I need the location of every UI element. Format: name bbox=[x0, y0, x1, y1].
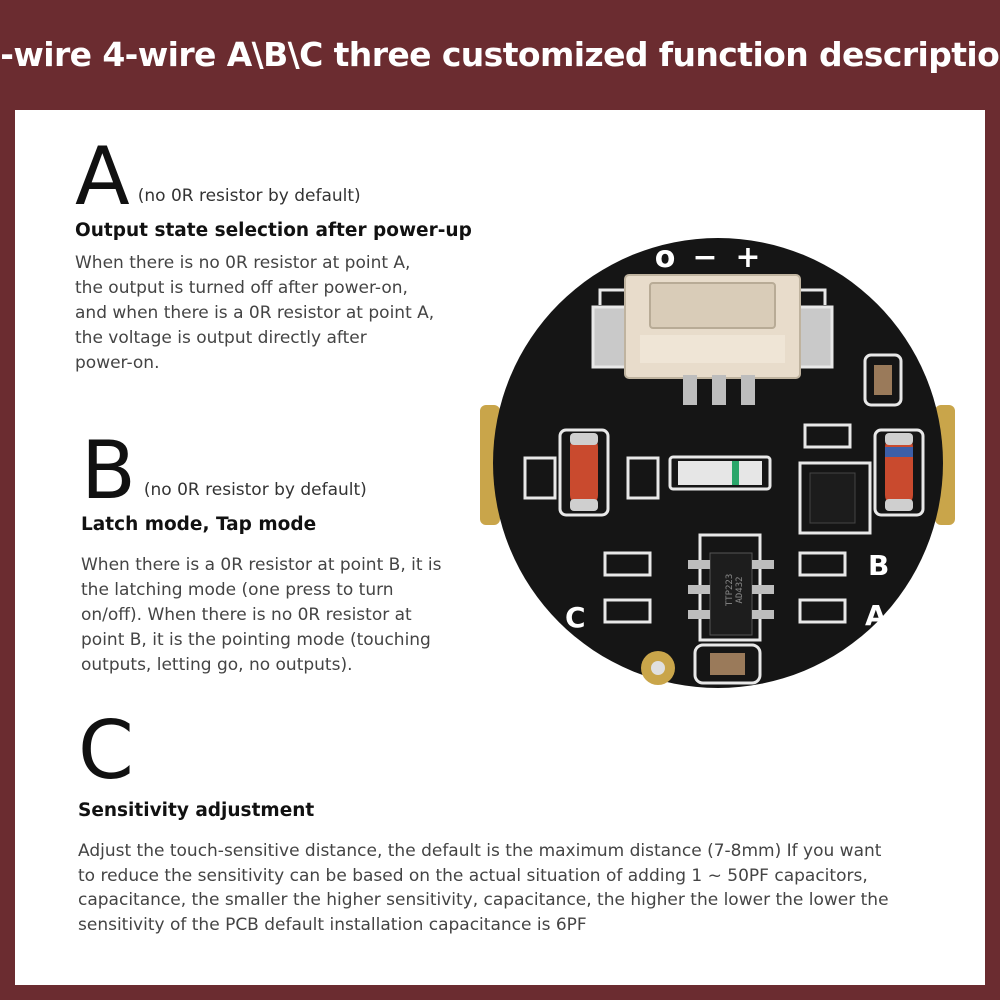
diode-band bbox=[885, 447, 913, 457]
transistor-outline bbox=[798, 461, 872, 535]
header-banner: 3-wire 4-wire A\B\C three customized fun… bbox=[0, 0, 1000, 108]
chip-pin bbox=[752, 560, 774, 569]
silk-label-a: A bbox=[865, 599, 887, 632]
capacitor-bottom bbox=[710, 653, 745, 675]
diode-cap bbox=[570, 499, 598, 511]
section-b: B (no 0R resistor by default) Latch mode… bbox=[81, 424, 481, 678]
content-panel: A (no 0R resistor by default) Output sta… bbox=[15, 110, 985, 985]
connector-pin bbox=[683, 375, 697, 405]
section-c-description: Adjust the touch-sensitive distance, the… bbox=[78, 839, 958, 937]
section-a-letter: A bbox=[75, 130, 130, 223]
transistor-body bbox=[809, 472, 856, 524]
chip-marking: TTP223 bbox=[725, 574, 735, 607]
section-a-line: the voltage is output directly after bbox=[75, 328, 367, 348]
diode-cap bbox=[885, 433, 913, 445]
chip-marking: AD432 bbox=[735, 576, 745, 603]
section-b-note: (no 0R resistor by default) bbox=[143, 480, 367, 500]
section-a-line: the output is turned off after power-on, bbox=[75, 278, 408, 298]
diode-outline-left bbox=[558, 428, 610, 517]
section-b-line: point B, it is the pointing mode (touchi… bbox=[81, 630, 431, 650]
capacitor-top bbox=[874, 365, 892, 395]
spot-a-outline bbox=[798, 598, 847, 624]
silk-label-b: B bbox=[868, 549, 889, 582]
chip-pin bbox=[688, 560, 710, 569]
section-c-heading: Sensitivity adjustment bbox=[78, 800, 315, 821]
silk-plus-label: + bbox=[735, 240, 760, 275]
section-c-line: to reduce the sensitivity can be based o… bbox=[78, 865, 868, 886]
section-c-title-row: C bbox=[78, 704, 958, 797]
section-b-line: outputs, letting go, no outputs). bbox=[81, 655, 353, 675]
connector-socket bbox=[649, 282, 776, 329]
led-marker bbox=[732, 461, 739, 485]
chip-pin bbox=[688, 585, 710, 594]
section-c: C Sensitivity adjustment Adjust the touc… bbox=[78, 704, 958, 937]
led-outline bbox=[668, 455, 772, 491]
section-a-heading: Output state selection after power-up bbox=[75, 220, 472, 241]
diode-cap bbox=[885, 499, 913, 511]
section-b-line: When there is a 0R resistor at point B, … bbox=[81, 555, 442, 575]
capacitor-outline-top bbox=[863, 353, 903, 407]
section-c-letter: C bbox=[78, 704, 134, 797]
mounting-hole bbox=[651, 661, 665, 675]
section-b-line: the latching mode (one press to turn bbox=[81, 580, 394, 600]
section-c-line: capacitance, the smaller the higher sens… bbox=[78, 890, 889, 910]
section-a-line: When there is no 0R resistor at point A, bbox=[75, 253, 411, 273]
diode-right bbox=[885, 435, 913, 507]
resistor-pad-top bbox=[803, 423, 852, 449]
pcb-illustration: o − + TTP223 AD432 bbox=[480, 238, 955, 688]
section-b-line: on/off). When there is no 0R resistor at bbox=[81, 605, 412, 625]
page-title: 3-wire 4-wire A\B\C three customized fun… bbox=[0, 34, 1000, 74]
spot-c-outline bbox=[603, 598, 652, 624]
section-b-letter: B bbox=[81, 424, 136, 517]
silk-minus-label: − bbox=[692, 240, 717, 275]
section-a-line: and when there is a 0R resistor at point… bbox=[75, 303, 435, 323]
section-a-description: When there is no 0R resistor at point A,… bbox=[75, 251, 475, 376]
chip-body bbox=[709, 552, 753, 636]
section-c-line: sensitivity of the PCB default installat… bbox=[78, 914, 587, 935]
connector-pin bbox=[712, 375, 726, 405]
capacitor-outline-bottom bbox=[693, 643, 762, 685]
led-body bbox=[678, 461, 762, 485]
diode-outline-right bbox=[873, 428, 925, 517]
section-b-heading: Latch mode, Tap mode bbox=[81, 514, 317, 535]
spot-outline bbox=[603, 551, 652, 577]
spot-b-outline bbox=[798, 551, 847, 577]
resistor-pad-left bbox=[523, 456, 557, 500]
chip-pin bbox=[752, 585, 774, 594]
resistor-pad-mid bbox=[626, 456, 660, 500]
section-b-description: When there is a 0R resistor at point B, … bbox=[81, 553, 481, 678]
section-a-note: (no 0R resistor by default) bbox=[137, 186, 361, 206]
connector-front bbox=[640, 335, 785, 363]
section-a-title-row: A (no 0R resistor by default) bbox=[75, 130, 475, 223]
chip-pin bbox=[752, 610, 774, 619]
section-a-line: power-on. bbox=[75, 353, 160, 373]
section-a: A (no 0R resistor by default) Output sta… bbox=[75, 130, 475, 376]
diode-cap bbox=[570, 433, 598, 445]
diode-left bbox=[570, 435, 598, 507]
section-c-line: Adjust the touch-sensitive distance, the… bbox=[78, 841, 882, 861]
chip-pin bbox=[688, 610, 710, 619]
silk-label-c: C bbox=[565, 601, 586, 634]
silk-output-label: o bbox=[655, 240, 676, 275]
section-b-title-row: B (no 0R resistor by default) bbox=[81, 424, 481, 517]
connector-pin bbox=[741, 375, 755, 405]
